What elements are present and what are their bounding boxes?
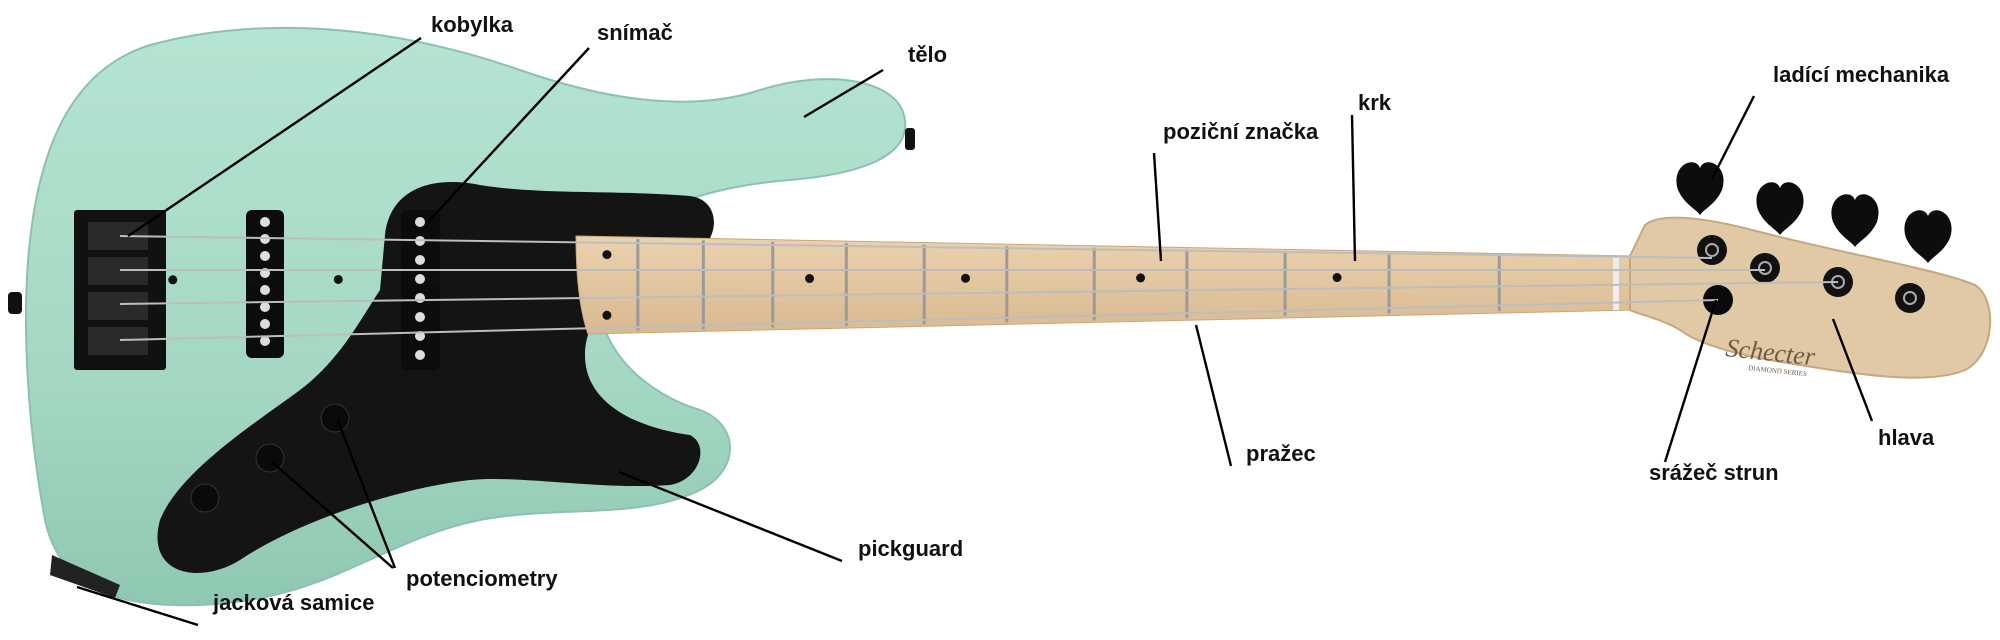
strap-button (8, 292, 22, 314)
pole-piece (415, 217, 425, 227)
position-marker (246, 275, 256, 285)
position-marker (1136, 273, 1146, 283)
position-marker (333, 274, 343, 284)
tuner-post (1697, 235, 1727, 265)
pole-piece (415, 312, 425, 322)
label-snimac: snímač (597, 20, 673, 45)
label-hlava: hlava (1878, 425, 1935, 450)
leader-lines (76, 37, 1874, 627)
position-marker (432, 274, 442, 284)
label-potenciometry: potenciometry (406, 566, 558, 591)
string (119, 281, 1839, 305)
pole-piece (260, 336, 270, 346)
label-pickguard: pickguard (858, 536, 963, 561)
label-kobylka: kobylka (431, 12, 514, 37)
label-prazec: pražec (1246, 441, 1316, 466)
tuner-post-string (1705, 243, 1719, 257)
pole-piece (415, 350, 425, 360)
volume-knob (320, 403, 350, 433)
tuner-post (1895, 283, 1925, 313)
pole-piece (260, 302, 270, 312)
position-marker (168, 275, 178, 285)
label-jackova-samice: jacková samice (212, 590, 374, 615)
pole-piece (415, 274, 425, 284)
position-marker (1332, 273, 1342, 283)
label-krk: krk (1358, 90, 1392, 115)
neck-fretboard (575, 235, 1634, 335)
neck-pickup (246, 210, 284, 358)
string (119, 235, 1713, 259)
strap-button (905, 128, 915, 150)
label-ladici-mechanika: ladící mechanika (1773, 62, 1950, 87)
pole-piece (260, 251, 270, 261)
tuner-key (1676, 162, 1724, 215)
position-marker (961, 273, 971, 283)
blend-knob (190, 483, 220, 513)
label-pozicni-znacka: poziční značka (1163, 119, 1319, 144)
tuner-post (1750, 253, 1780, 283)
string (119, 299, 1719, 341)
label-telo: tělo (908, 42, 947, 67)
pole-piece (260, 319, 270, 329)
jack-socket (50, 555, 120, 598)
position-marker (602, 310, 612, 320)
pole-piece (415, 293, 425, 303)
position-marker (602, 250, 612, 260)
pole-piece (415, 255, 425, 265)
tuner-key (1756, 182, 1804, 235)
pole-piece (260, 285, 270, 295)
bridge-pickup (401, 210, 440, 370)
position-marker (805, 274, 815, 284)
pickguard (157, 182, 714, 573)
tuner-post-string (1758, 261, 1772, 275)
tuner-post-string (1903, 291, 1917, 305)
tuner-key (1904, 210, 1952, 263)
bridge-saddles (88, 222, 148, 355)
pole-piece (260, 217, 270, 227)
label-sradec-strun: srážeč strun (1649, 460, 1779, 485)
tuner-key (1831, 194, 1879, 247)
